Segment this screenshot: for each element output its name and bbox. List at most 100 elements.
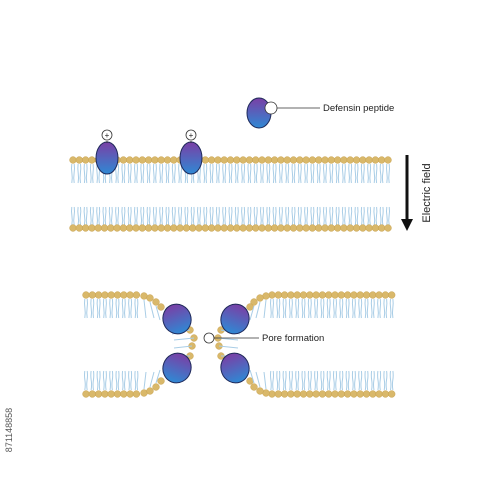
lipid-tail <box>310 206 315 226</box>
lipid-tail <box>297 163 302 184</box>
lipid-head <box>362 390 371 398</box>
lipid-head <box>170 224 178 232</box>
lipid-head <box>220 156 228 164</box>
lipid-tail <box>203 206 208 226</box>
lipid-tail <box>364 298 369 319</box>
lipid-head <box>138 156 146 164</box>
lipid-tail <box>379 206 384 226</box>
lipid-tail <box>285 206 290 226</box>
upper-bilayer <box>69 156 392 232</box>
lipid-tail <box>77 206 82 226</box>
lipid-tail <box>90 370 95 391</box>
lipid-tail <box>152 163 157 184</box>
lipid-tail <box>70 163 76 184</box>
lipid-tail <box>307 370 312 391</box>
lipid-head <box>126 156 134 164</box>
lipid-head <box>126 390 134 398</box>
lipid-tail <box>335 163 340 184</box>
lipid-head <box>287 390 295 398</box>
lipid-head <box>132 390 141 398</box>
lipid-head <box>365 224 373 232</box>
lipid-tail <box>228 206 233 226</box>
lipid-head <box>356 291 364 299</box>
lipid-head <box>256 387 264 395</box>
lipid-tail <box>320 370 325 391</box>
lipid-tail <box>143 299 147 319</box>
lipid-tail <box>241 163 246 184</box>
lipid-tail <box>383 370 388 391</box>
lipid-tail <box>351 370 356 391</box>
lipid-tail <box>295 298 300 319</box>
lipid-head <box>337 291 345 299</box>
lipid-head <box>207 224 216 232</box>
lipid-tail <box>272 206 277 226</box>
lipid-tail <box>83 206 88 226</box>
lipid-head <box>120 390 128 398</box>
lipid-tail <box>282 298 287 319</box>
lipid-tail <box>96 206 101 226</box>
lipid-tail <box>288 370 293 391</box>
lipid-head <box>176 224 184 232</box>
lipid-tail <box>115 206 120 226</box>
lipid-tail <box>109 370 114 391</box>
pore-callout-marker <box>203 332 215 344</box>
lipid-tail <box>326 298 331 319</box>
lipid-tail <box>282 370 287 391</box>
lipid-head <box>214 224 222 232</box>
lipid-head <box>258 224 266 232</box>
lipid-tail <box>358 298 363 319</box>
lipid-head <box>264 224 272 232</box>
lipid-tail <box>259 206 265 226</box>
lipid-head <box>107 390 115 398</box>
lipid-head <box>371 224 380 232</box>
lipid-tail <box>102 370 107 391</box>
lipid-head <box>239 224 247 232</box>
lipid-tail <box>326 370 331 391</box>
lipid-head <box>107 291 115 299</box>
lipid-head <box>333 224 342 232</box>
lipid-head <box>113 224 121 232</box>
lipid-tail <box>373 206 378 226</box>
lipid-head <box>152 383 160 391</box>
pore-peptide <box>220 352 250 384</box>
lipid-tail <box>234 206 239 226</box>
lipid-tail <box>255 371 261 388</box>
lipid-tail <box>341 163 346 184</box>
lipid-tail <box>278 163 283 184</box>
lipid-head <box>331 291 339 299</box>
lipid-head <box>201 224 209 232</box>
lipid-head <box>157 303 165 311</box>
lipid-head <box>315 224 323 232</box>
lipid-head <box>312 291 320 299</box>
lipid-head <box>132 156 140 164</box>
lipid-head <box>144 156 153 164</box>
lipid-head <box>388 291 396 299</box>
lipid-head <box>318 291 327 299</box>
lipid-head <box>220 224 228 232</box>
lipid-head <box>157 377 165 385</box>
lipid-tail <box>345 370 350 391</box>
lipid-tail <box>215 163 220 184</box>
lipid-tail <box>364 370 369 391</box>
lipid-tail <box>307 298 312 319</box>
lipid-head <box>327 224 335 232</box>
pore-peptides <box>162 303 250 384</box>
lipid-head <box>201 156 209 164</box>
lipid-head <box>388 390 396 398</box>
lipid-head <box>250 383 258 391</box>
lipid-tail <box>146 163 151 184</box>
lipid-head <box>126 224 134 232</box>
lipid-head <box>69 224 77 232</box>
lipid-tail <box>266 206 271 226</box>
lipid-head <box>69 156 77 164</box>
lipid-head <box>270 156 279 164</box>
lipid-head <box>340 156 348 164</box>
lipid-tail <box>70 206 76 226</box>
lipid-head <box>246 303 254 311</box>
lipid-tail <box>102 206 107 226</box>
pore-callout: Pore formation <box>203 332 324 344</box>
lipid-head <box>82 390 90 398</box>
lipid-tail <box>215 206 220 226</box>
lipid-head <box>293 390 301 398</box>
upper-inner-tail-row <box>70 206 391 226</box>
